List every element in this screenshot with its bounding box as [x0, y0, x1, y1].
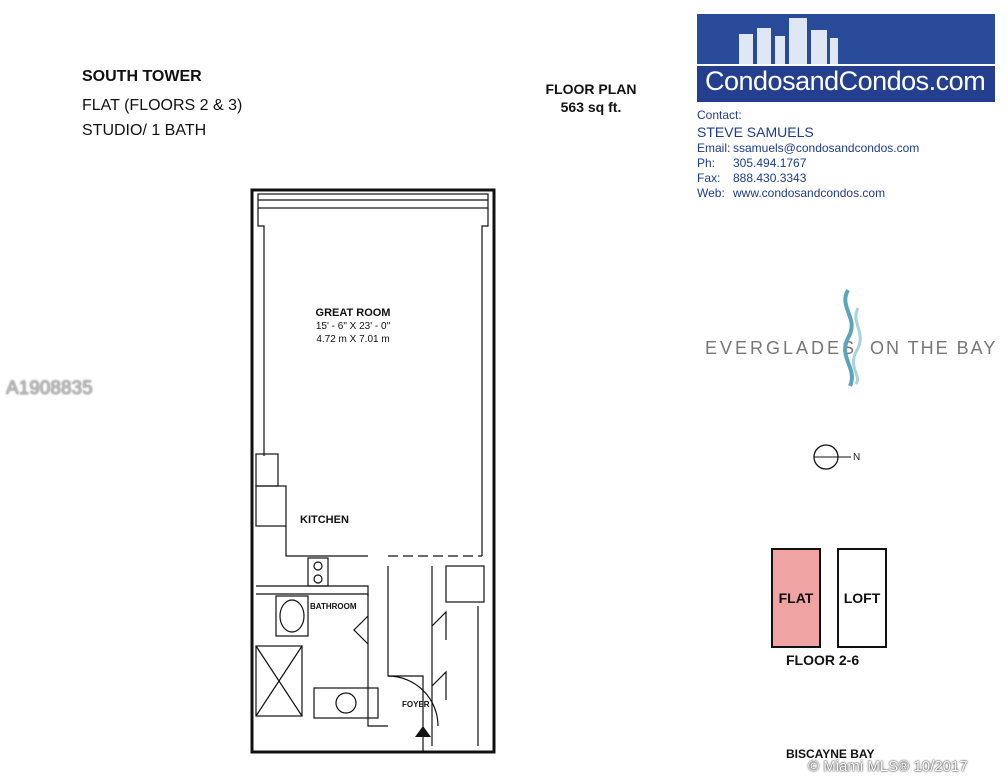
brand-logo: CondosandCondos.com: [697, 14, 995, 102]
key-flat-label: FLAT: [778, 590, 814, 606]
email-label: Email:: [697, 141, 731, 155]
building-name-right: ON THE BAY: [870, 338, 998, 358]
compass-icon: [813, 444, 851, 470]
web-label: Web:: [697, 186, 725, 200]
skyline-icon: [739, 18, 838, 64]
key-loft: LOFT: [837, 548, 887, 648]
wave-logo-icon: [843, 289, 862, 387]
phone: 305.494.1767: [733, 156, 807, 170]
compass-north: N: [853, 452, 861, 463]
exterior-wall: [250, 188, 496, 754]
contact-block: Contact: STEVE SAMUELS Email:ssamuels@co…: [697, 108, 919, 201]
window: [257, 193, 489, 209]
floor-plan-heading: FLOOR PLAN 563 sq ft.: [530, 80, 652, 116]
shower: [255, 645, 303, 717]
key-floors: FLOOR 2-6: [786, 652, 860, 668]
building-name-left: EVERGLADES: [705, 338, 858, 358]
water-label: BISCAYNE BAY: [786, 747, 875, 761]
key-loft-label: LOFT: [843, 590, 881, 606]
kitchen-label: KITCHEN: [300, 514, 349, 526]
contact-name: STEVE SAMUELS: [697, 124, 814, 140]
floor-plan-area: 563 sq ft.: [560, 99, 622, 115]
mls-watermark: © Miami MLS® 10/2017: [808, 758, 968, 775]
fax: 888.430.3343: [733, 171, 807, 185]
floor-plan-drawing: [250, 188, 496, 754]
great-room-m: 4.72 m X 7.01 m: [316, 334, 390, 345]
bathroom-label: BATHROOM: [310, 602, 357, 611]
great-room-label: GREAT ROOM 15' - 6" X 23' - 0" 4.72 m X …: [298, 307, 408, 346]
unit-type: FLAT (FLOORS 2 & 3): [82, 97, 243, 114]
email-link[interactable]: ssamuels@condosandcondos.com: [733, 141, 920, 155]
key-flat: FLAT: [771, 548, 821, 648]
tower-name: SOUTH TOWER: [82, 68, 202, 85]
great-room-name: GREAT ROOM: [315, 307, 391, 319]
contact-label: Contact:: [697, 108, 742, 122]
web-link[interactable]: www.condosandcondos.com: [733, 186, 886, 200]
brand-name: CondosandCondos.com: [705, 66, 986, 96]
great-room-ft: 15' - 6" X 23' - 0": [315, 321, 391, 332]
unit-layout: STUDIO/ 1 BATH: [82, 122, 207, 139]
foyer-label: FOYER: [402, 700, 430, 709]
entry-arrow-icon: [415, 726, 431, 737]
phone-label: Ph:: [697, 156, 716, 170]
fax-label: Fax:: [697, 171, 721, 185]
listing-id: A1908835: [6, 378, 93, 399]
floor-plan-title: FLOOR PLAN: [545, 81, 637, 97]
